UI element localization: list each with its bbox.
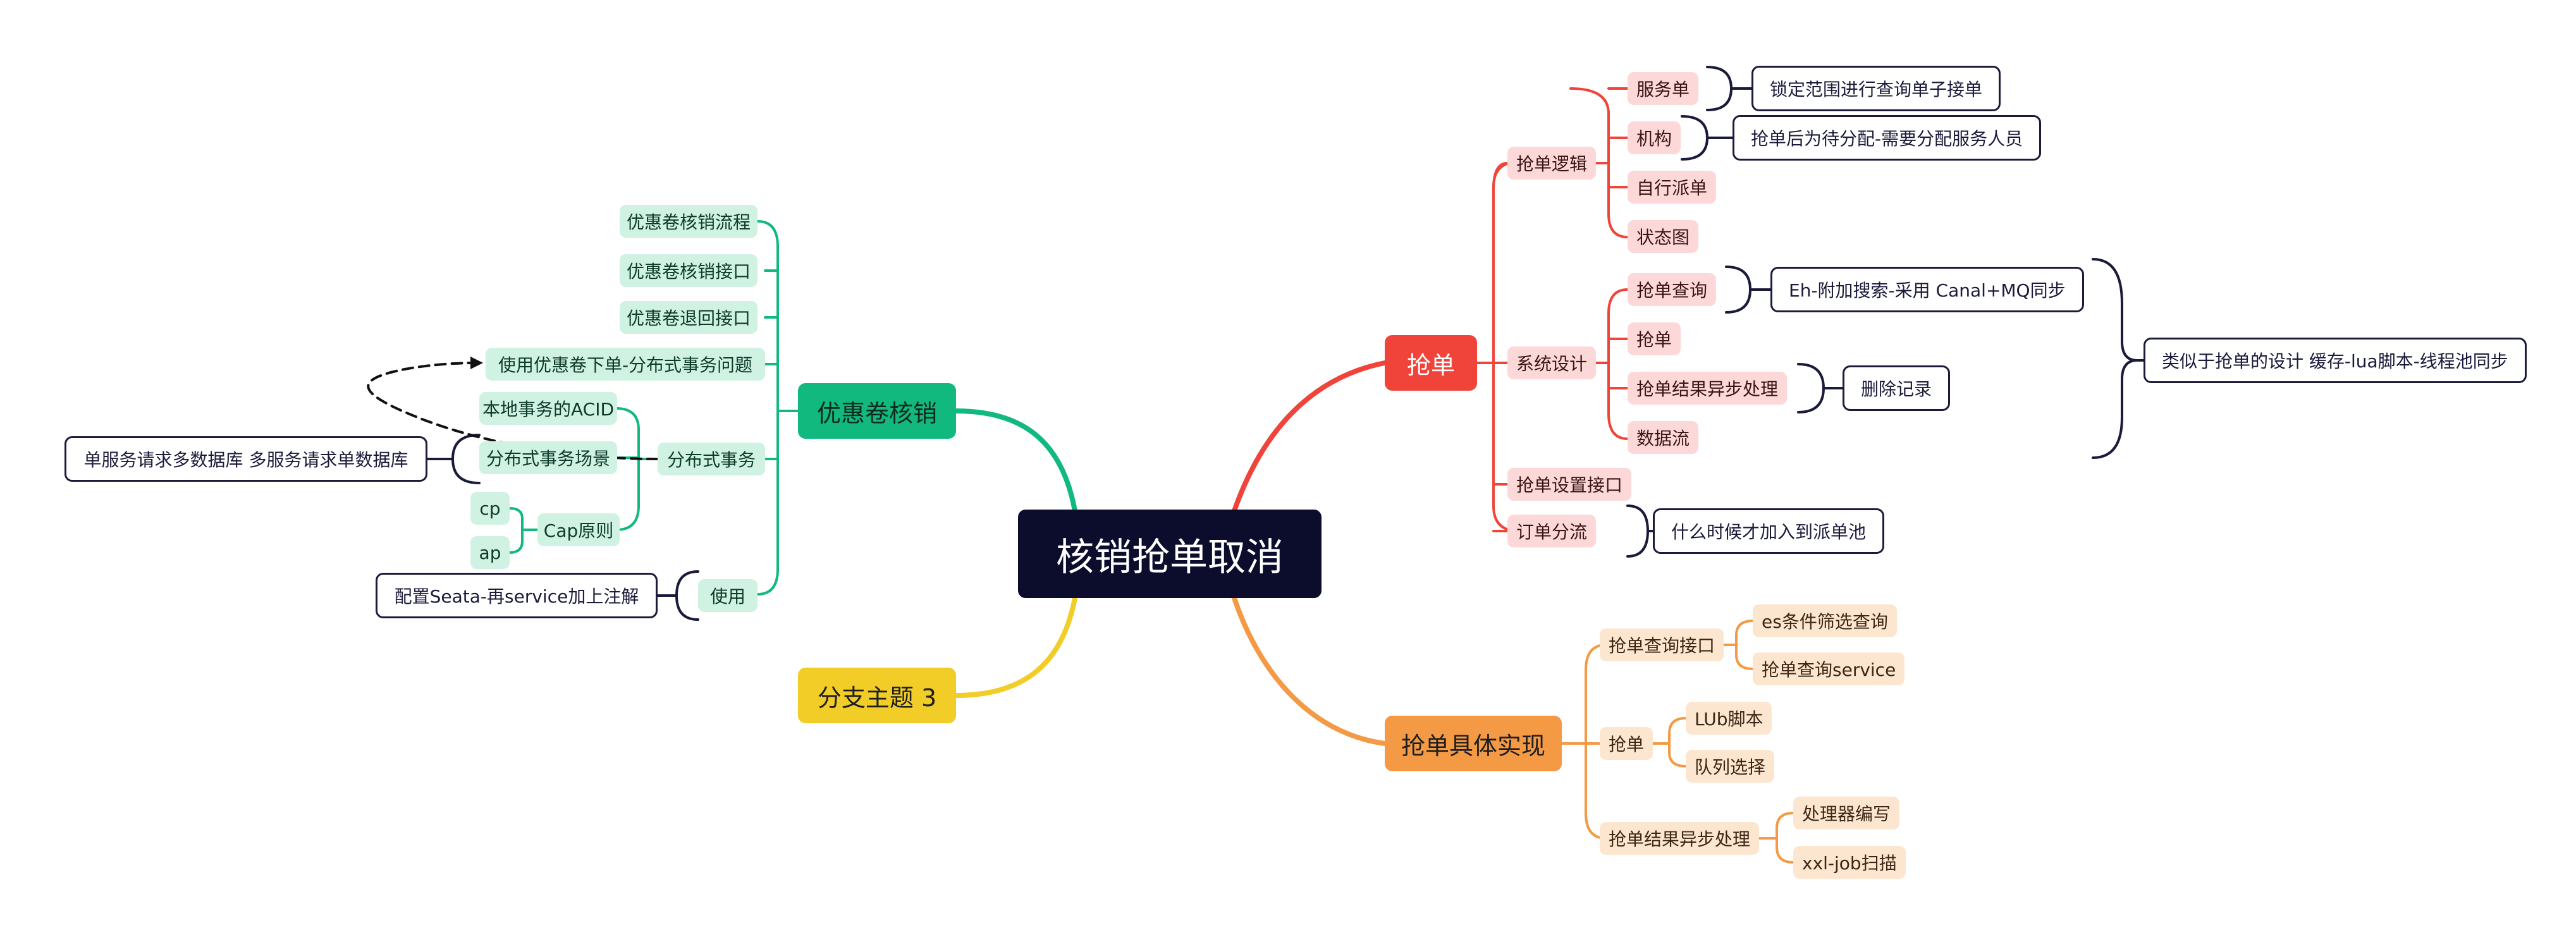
node-qiangdan-logic[interactable]: 抢单逻辑 bbox=[1507, 147, 1597, 180]
node-system-design[interactable]: 系统设计 bbox=[1507, 346, 1597, 379]
note-seata-config[interactable]: 配置Seata-再service加上注解 bbox=[376, 573, 658, 618]
node-coupon-flow[interactable]: 优惠卷核销流程 bbox=[620, 205, 757, 238]
note-assign-staff[interactable]: 抢单后为待分配-需要分配服务人员 bbox=[1733, 115, 2042, 161]
node-jigou[interactable]: 机构 bbox=[1628, 121, 1681, 154]
node-cap[interactable]: Cap原则 bbox=[537, 513, 620, 546]
node-lua-script[interactable]: LUb脚本 bbox=[1686, 702, 1772, 735]
node-qiangdan-query[interactable]: 抢单查询 bbox=[1628, 273, 1717, 306]
node-cp[interactable]: cp bbox=[470, 492, 510, 525]
edge-center-topic3 bbox=[954, 596, 1077, 698]
branch-topic3[interactable]: 分支主题 3 bbox=[798, 668, 956, 723]
note-lock-scope[interactable]: 锁定范围进行查询单子接单 bbox=[1751, 66, 2001, 111]
node-impl-async[interactable]: 抢单结果异步处理 bbox=[1600, 822, 1760, 855]
node-coupon-refund[interactable]: 优惠卷退回接口 bbox=[620, 301, 757, 334]
node-impl-grab[interactable]: 抢单 bbox=[1600, 727, 1653, 760]
node-zixing-paidan[interactable]: 自行派单 bbox=[1628, 171, 1717, 204]
note-eh-canal[interactable]: Eh-附加搜索-采用 Canal+MQ同步 bbox=[1770, 267, 2084, 312]
edge-center-qiangdan bbox=[1232, 360, 1387, 513]
branch-coupon[interactable]: 优惠卷核销 bbox=[798, 383, 956, 439]
node-ap[interactable]: ap bbox=[470, 536, 510, 569]
node-qiangdan-grab[interactable]: 抢单 bbox=[1628, 322, 1681, 355]
node-qiangdan-setting[interactable]: 抢单设置接口 bbox=[1507, 468, 1632, 501]
node-query-service[interactable]: 抢单查询service bbox=[1753, 652, 1905, 685]
node-coupon-order[interactable]: 使用优惠卷下单-分布式事务问题 bbox=[486, 348, 765, 381]
node-order-split[interactable]: 订单分流 bbox=[1507, 515, 1597, 547]
branch-qiangdan[interactable]: 抢单 bbox=[1385, 335, 1477, 391]
node-local-acid[interactable]: 本地事务的ACID bbox=[479, 392, 617, 425]
edge-center-coupon bbox=[954, 408, 1077, 513]
node-data-flow[interactable]: 数据流 bbox=[1628, 421, 1699, 454]
node-use[interactable]: 使用 bbox=[698, 579, 757, 612]
edge-center-impl bbox=[1232, 596, 1387, 746]
branch-impl[interactable]: 抢单具体实现 bbox=[1385, 716, 1562, 771]
node-handler[interactable]: 处理器编写 bbox=[1793, 797, 1900, 829]
note-db-requests[interactable]: 单服务请求多数据库 多服务请求单数据库 bbox=[64, 436, 427, 482]
node-queue-select[interactable]: 队列选择 bbox=[1686, 750, 1775, 783]
central-topic[interactable]: 核销抢单取消 bbox=[1018, 510, 1322, 598]
node-dist-scene[interactable]: 分布式事务场景 bbox=[479, 441, 617, 474]
node-distributed-tx[interactable]: 分布式事务 bbox=[658, 443, 765, 475]
node-qiangdan-async[interactable]: 抢单结果异步处理 bbox=[1628, 372, 1788, 405]
note-when-pool[interactable]: 什么时候才加入到派单池 bbox=[1653, 508, 1885, 554]
note-similar-design[interactable]: 类似于抢单的设计 缓存-lua脚本-线程池同步 bbox=[2144, 338, 2527, 383]
note-delete-record[interactable]: 删除记录 bbox=[1843, 365, 1951, 411]
node-fuwudan[interactable]: 服务单 bbox=[1628, 72, 1699, 105]
node-es-query[interactable]: es条件筛选查询 bbox=[1753, 604, 1897, 637]
node-xxl-job[interactable]: xxl-job扫描 bbox=[1793, 846, 1906, 879]
node-coupon-api[interactable]: 优惠卷核销接口 bbox=[620, 254, 757, 287]
node-zhuangtai[interactable]: 状态图 bbox=[1628, 220, 1699, 253]
node-impl-queryapi[interactable]: 抢单查询接口 bbox=[1600, 628, 1724, 661]
